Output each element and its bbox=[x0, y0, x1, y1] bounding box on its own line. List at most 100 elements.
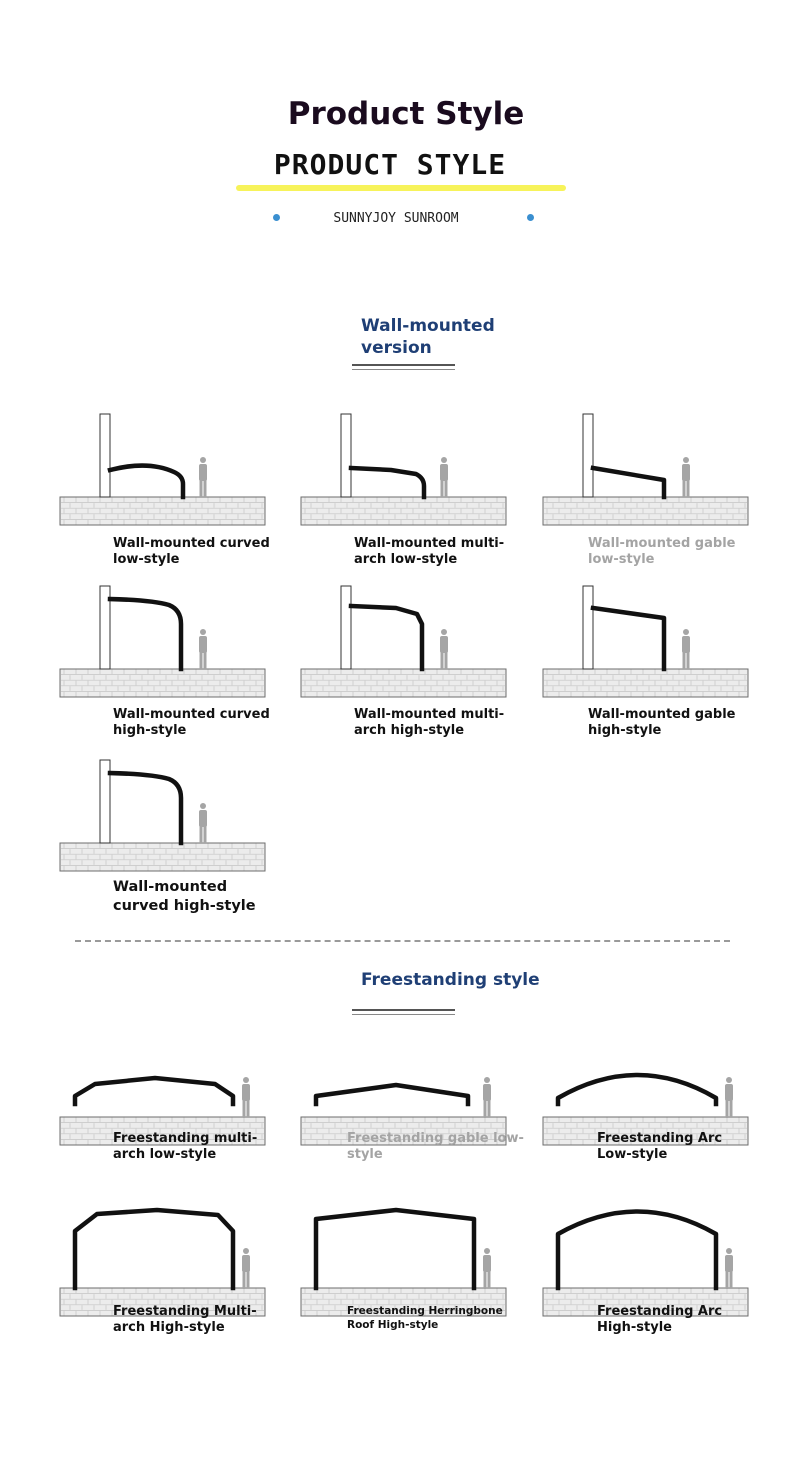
sunroom-frame bbox=[590, 605, 667, 672]
sunroom-frame bbox=[590, 465, 667, 500]
brick-pattern bbox=[61, 497, 264, 525]
wall-style-diagram bbox=[300, 413, 507, 526]
brick-pattern bbox=[544, 669, 747, 697]
free-style-card-4 bbox=[59, 1205, 270, 1317]
sunroom-frame bbox=[107, 770, 184, 846]
freestanding-heading: Freestanding style bbox=[361, 970, 540, 990]
wall-style-label-2: Wall-mounted multi- arch low-style bbox=[354, 536, 505, 567]
sunroom-frame bbox=[348, 603, 425, 672]
free-style-diagram bbox=[300, 1207, 507, 1317]
ground-slab bbox=[300, 496, 507, 526]
wall-mounted-heading: Wall-mounted version bbox=[361, 316, 495, 358]
free-style-diagram bbox=[59, 1207, 266, 1317]
free-style-diagram bbox=[542, 1209, 749, 1317]
house-wall bbox=[340, 413, 352, 498]
free-style-label-2: Freestanding gable low- style bbox=[347, 1131, 524, 1162]
wall-style-diagram bbox=[542, 585, 749, 698]
free-style-card-5 bbox=[300, 1205, 511, 1317]
house-wall bbox=[99, 585, 111, 670]
wall-style-card-1 bbox=[59, 413, 270, 526]
wall-style-card-3 bbox=[542, 413, 753, 526]
person-silhouette bbox=[199, 803, 207, 843]
person-silhouette bbox=[483, 1248, 491, 1288]
wall-style-label-4: Wall-mounted curved high-style bbox=[113, 707, 270, 738]
sunroom-frame bbox=[107, 596, 184, 672]
person-silhouette bbox=[440, 629, 448, 669]
sunroom-frame bbox=[313, 1082, 471, 1107]
person-silhouette bbox=[725, 1077, 733, 1117]
sunroom-frame bbox=[555, 1209, 719, 1291]
person-silhouette bbox=[725, 1248, 733, 1288]
free-style-card-2 bbox=[300, 1034, 511, 1146]
sunroom-frame bbox=[107, 463, 186, 500]
brick-pattern bbox=[61, 1288, 264, 1316]
free-style-label-6: Freestanding Arc High-style bbox=[597, 1304, 723, 1335]
brick-pattern bbox=[302, 1288, 505, 1316]
brick-pattern bbox=[61, 669, 264, 697]
section-divider bbox=[75, 940, 730, 942]
brick-pattern bbox=[544, 1117, 747, 1145]
ground-slab bbox=[59, 842, 266, 872]
person-silhouette bbox=[199, 457, 207, 497]
person-silhouette bbox=[682, 629, 690, 669]
wall-style-label-7: Wall-mounted curved high-style bbox=[113, 879, 256, 914]
free-style-diagram bbox=[300, 1077, 507, 1146]
ground-slab bbox=[300, 1287, 507, 1317]
free-style-label-1: Freestanding multi- arch low-style bbox=[113, 1131, 258, 1162]
person-silhouette bbox=[242, 1077, 250, 1117]
ground-slab bbox=[59, 668, 266, 698]
brick-pattern bbox=[61, 1117, 264, 1145]
brick-pattern bbox=[302, 669, 505, 697]
person-silhouette bbox=[483, 1077, 491, 1117]
page-title: Product Style bbox=[287, 96, 525, 132]
house-wall bbox=[99, 413, 111, 498]
brick-pattern bbox=[302, 497, 505, 525]
house-wall bbox=[582, 585, 594, 670]
house-wall bbox=[99, 759, 111, 844]
ground-slab bbox=[300, 1116, 507, 1146]
wall-style-card-6 bbox=[542, 585, 753, 698]
free-style-label-5: Freestanding Herringbone Roof High-style bbox=[347, 1305, 503, 1331]
house-wall bbox=[582, 413, 594, 498]
bullet-dot-right bbox=[527, 214, 534, 221]
bullet-dot-left bbox=[273, 214, 280, 221]
wall-style-label-6: Wall-mounted gable high-style bbox=[588, 707, 736, 738]
free-style-card-1 bbox=[59, 1034, 270, 1146]
ground-slab bbox=[59, 1287, 266, 1317]
brick-pattern bbox=[544, 497, 747, 525]
person-silhouette bbox=[242, 1248, 250, 1288]
ground-slab bbox=[300, 668, 507, 698]
wall-style-label-3: Wall-mounted gable low-style bbox=[588, 536, 736, 567]
wall-style-diagram bbox=[300, 585, 507, 698]
house-wall bbox=[340, 585, 352, 670]
brick-pattern bbox=[61, 843, 264, 871]
wall-style-diagram bbox=[542, 413, 749, 526]
ground-slab bbox=[542, 496, 749, 526]
freestanding-heading-underline bbox=[352, 1009, 455, 1015]
wall-style-card-5 bbox=[300, 585, 511, 698]
brick-pattern bbox=[544, 1288, 747, 1316]
sunroom-frame bbox=[72, 1207, 236, 1291]
sunroom-frame bbox=[313, 1207, 477, 1291]
ground-slab bbox=[59, 496, 266, 526]
brick-pattern bbox=[302, 1117, 505, 1145]
ground-slab bbox=[542, 1116, 749, 1146]
wall-style-card-2 bbox=[300, 413, 511, 526]
ground-slab bbox=[59, 1116, 266, 1146]
wall-style-card-4 bbox=[59, 585, 270, 698]
wall-style-diagram bbox=[59, 413, 266, 526]
wall-mounted-heading-underline bbox=[352, 364, 455, 370]
free-style-card-6 bbox=[542, 1205, 753, 1317]
person-silhouette bbox=[682, 457, 690, 497]
brand-name: SUNNYJOY SUNROOM bbox=[333, 211, 459, 226]
free-style-label-3: Freestanding Arc Low-style bbox=[597, 1131, 723, 1162]
wall-style-diagram bbox=[59, 585, 266, 698]
sunroom-frame bbox=[72, 1075, 236, 1107]
sunroom-frame bbox=[348, 465, 427, 500]
free-style-diagram bbox=[542, 1072, 749, 1146]
ground-slab bbox=[542, 1287, 749, 1317]
wall-style-label-5: Wall-mounted multi- arch high-style bbox=[354, 707, 505, 738]
wall-style-card-7 bbox=[59, 759, 270, 872]
title-underline bbox=[236, 185, 566, 191]
person-silhouette bbox=[199, 629, 207, 669]
